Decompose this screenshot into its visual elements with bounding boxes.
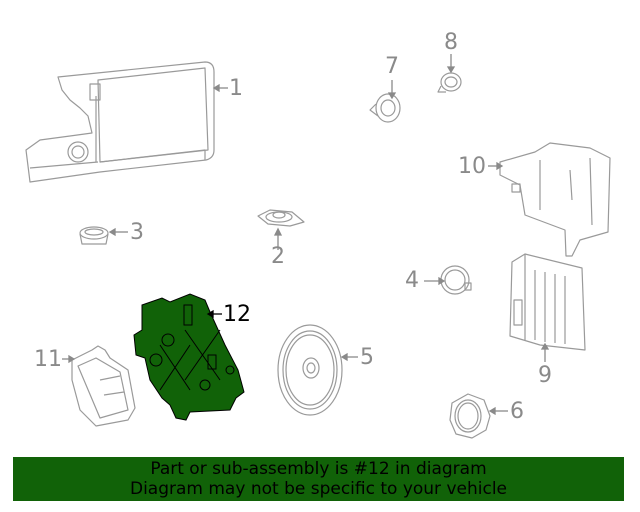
callout-9: 9 [538,363,552,388]
part-6-speaker [449,393,491,439]
part-10-bracket [499,142,611,257]
part-7-tweeter [369,93,401,123]
callout-5: 5 [360,345,374,370]
callout-2: 2 [271,244,285,269]
callout-8: 8 [444,30,458,55]
part-12-bracket-highlighted [133,293,245,421]
part-11-module [71,345,136,427]
callout-6: 6 [510,399,524,424]
part-3-tweeter [79,226,109,245]
part-1-dash-bezel [25,61,215,183]
callout-12-highlighted: 12 [223,302,251,327]
callout-1: 1 [229,76,243,101]
info-banner: Part or sub-assembly is #12 in diagram D… [13,457,624,501]
banner-line-part-number: Part or sub-assembly is #12 in diagram [150,459,487,479]
callout-10: 10 [458,154,486,179]
callout-11: 11 [34,347,62,372]
part-9-amplifier [509,253,586,351]
banner-line-disclaimer: Diagram may not be specific to your vehi… [129,479,507,499]
callout-7: 7 [385,54,399,79]
callout-3: 3 [130,220,144,245]
part-4-speaker-ring [440,265,472,295]
part-2-tweeter [257,209,305,227]
part-8-tweeter [437,72,462,93]
part-5-speaker [277,324,343,416]
callout-4: 4 [405,268,419,293]
